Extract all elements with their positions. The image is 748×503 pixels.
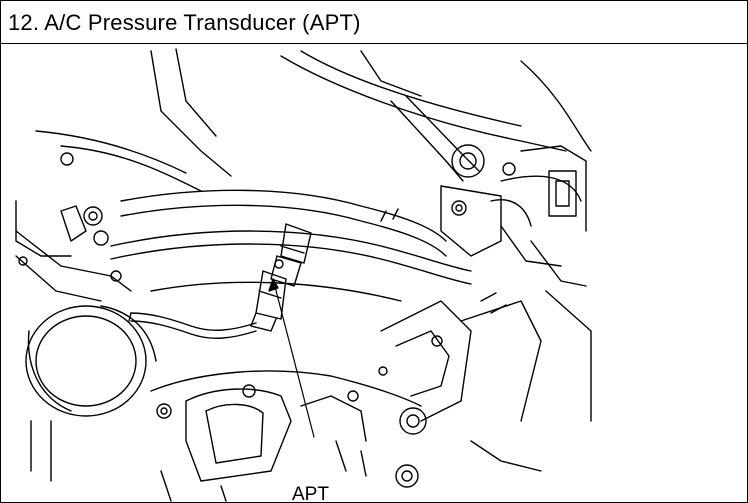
ac-line-upper bbox=[390, 95, 480, 182]
figure-title: 12. A/C Pressure Transducer (APT) bbox=[8, 10, 361, 35]
ac-pipes-horizontal bbox=[110, 189, 472, 302]
engine-bay-illustration: APT bbox=[1, 44, 747, 502]
apt-callout-label: APT bbox=[292, 484, 329, 502]
upper-body-panels bbox=[35, 48, 592, 192]
left-pulley-assembly bbox=[15, 200, 157, 482]
sensor-wire-harness bbox=[128, 312, 257, 339]
line-drawing bbox=[15, 48, 592, 502]
lower-right-bracket bbox=[378, 290, 592, 488]
apt-leader-line bbox=[268, 278, 315, 438]
title-bar: 12. A/C Pressure Transducer (APT) bbox=[1, 1, 747, 44]
lower-engine-block bbox=[150, 370, 422, 502]
apt-sensor bbox=[250, 223, 312, 332]
right-fitting bbox=[440, 144, 587, 287]
